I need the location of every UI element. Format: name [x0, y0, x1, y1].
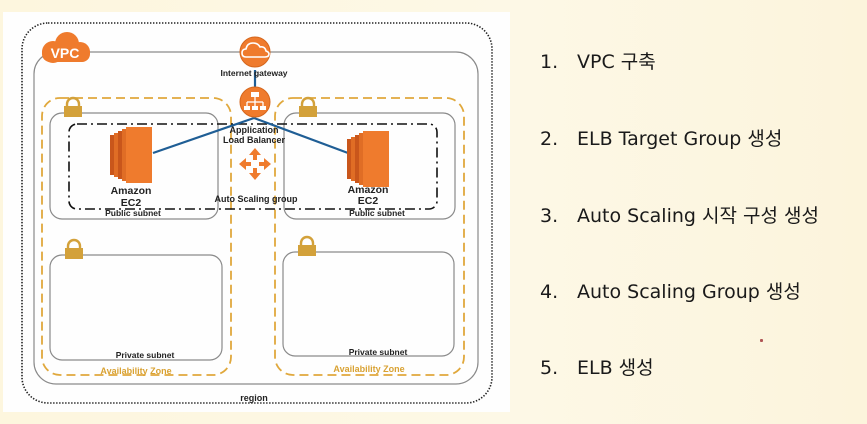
ec2-instance-2-label-line1: Amazon — [348, 184, 389, 196]
step-item-3: 3. Auto Scaling 시작 구성 생성 — [540, 201, 819, 228]
region-boundary — [21, 22, 493, 404]
public-subnet-1-boundary — [49, 112, 219, 220]
private-subnet-1-lock-icon — [65, 238, 83, 259]
load-balancer-icon — [239, 86, 271, 118]
step-text: VPC 구축 — [577, 51, 656, 73]
step-number: 3. — [540, 205, 559, 227]
public-subnet-2-label: Public subnet — [349, 208, 405, 218]
load-balancer-label-line2: Load Balancer — [223, 135, 286, 145]
public-subnet-1-lock-icon — [64, 96, 82, 117]
internet-gateway-label: Internet gateway — [220, 68, 287, 78]
availability-zone-2-boundary — [274, 97, 465, 376]
auto-scaling-icon — [239, 148, 271, 180]
availability-zone-1-label: Availability Zone — [100, 366, 171, 376]
ec2-instance-2-icon — [347, 131, 389, 187]
auto-scaling-group-label: Auto Scaling group — [215, 194, 298, 204]
step-item-2: 2. ELB Target Group 생성 — [540, 124, 782, 151]
ec2-instance-2-label-line2: EC2 — [358, 195, 379, 207]
alb-to-ec2-2-connector — [253, 116, 349, 155]
availability-zone-2-label: Availability Zone — [333, 364, 404, 374]
private-subnet-1-boundary — [49, 254, 223, 361]
step-number: 2. — [540, 128, 559, 150]
step-text: Auto Scaling 시작 구성 생성 — [577, 205, 819, 227]
step-number: 5. — [540, 357, 559, 379]
vpc-badge-label: VPC — [51, 45, 80, 61]
vpc-cloud-icon — [42, 32, 90, 63]
auto-scaling-group-boundary — [68, 123, 438, 210]
step-text: ELB 생성 — [577, 357, 654, 379]
availability-zone-1-boundary — [41, 97, 232, 376]
internet-gateway-icon — [239, 36, 271, 68]
step-text: Auto Scaling Group 생성 — [577, 281, 801, 303]
step-number: 4. — [540, 281, 559, 303]
public-subnet-2-boundary — [283, 112, 456, 220]
architecture-diagram: VPC Internet gateway Application Load Ba… — [3, 12, 510, 412]
step-list: 1. VPC 구축 2. ELB Target Group 생성 3. Auto Sc… — [540, 0, 867, 424]
mouse-cursor-icon — [760, 339, 763, 342]
public-subnet-2-lock-icon — [299, 96, 317, 117]
private-subnet-2-lock-icon — [298, 235, 316, 256]
ec2-instance-1-label-line2: EC2 — [121, 197, 142, 209]
ec2-instance-1-label-line1: Amazon — [111, 185, 152, 197]
step-item-1: 1. VPC 구축 — [540, 47, 656, 74]
step-item-4: 4. Auto Scaling Group 생성 — [540, 277, 801, 304]
ec2-instance-1-icon — [110, 127, 152, 183]
step-item-5: 5. ELB 생성 — [540, 353, 654, 380]
private-subnet-2-boundary — [282, 251, 455, 357]
step-text: ELB Target Group 생성 — [577, 128, 783, 150]
private-subnet-1-label: Private subnet — [116, 350, 175, 360]
step-number: 1. — [540, 51, 559, 73]
public-subnet-1-label: Public subnet — [105, 208, 161, 218]
private-subnet-2-label: Private subnet — [349, 347, 408, 357]
region-label: region — [240, 393, 268, 403]
load-balancer-label-line1: Application — [230, 125, 279, 135]
alb-to-ec2-1-connector — [152, 116, 255, 155]
